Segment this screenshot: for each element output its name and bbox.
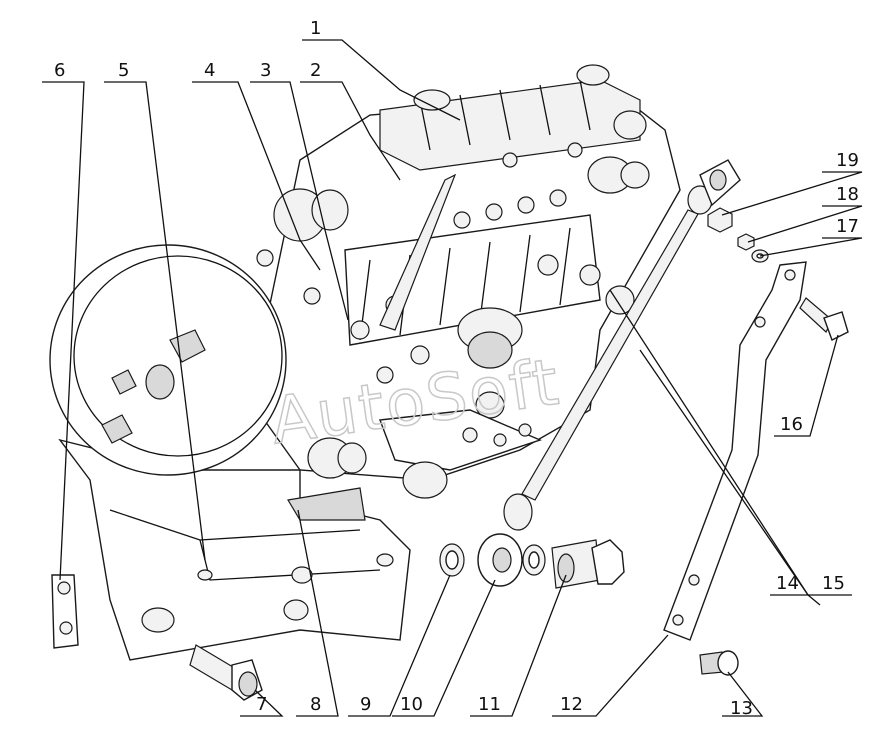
coupling-disc	[49, 244, 287, 476]
callout-17: 17	[836, 216, 859, 237]
bracket-plate	[51, 574, 79, 649]
callout-15: 15	[822, 573, 845, 594]
callout-14: 14	[776, 573, 799, 594]
callout-7: 7	[256, 694, 267, 715]
leader-lines	[42, 39, 863, 717]
callout-8: 8	[310, 694, 321, 715]
hex-nut-small	[737, 233, 755, 251]
callout-4: 4	[204, 60, 215, 81]
callout-2: 2	[310, 60, 321, 81]
ball-stud	[699, 650, 739, 676]
hex-nut-large	[707, 207, 733, 233]
callout-3: 3	[260, 60, 271, 81]
callout-13: 13	[730, 698, 753, 719]
injection-pump-body	[249, 64, 681, 499]
hex-bolt	[189, 644, 263, 701]
mounting-bolt	[799, 297, 849, 341]
banjo-bolt	[551, 539, 625, 589]
sealing-washers	[439, 543, 546, 577]
callout-labels: 1 2 3 4 5 6 7 8 9 10 11 12 13 14 15 16 1…	[54, 18, 859, 719]
callout-1: 1	[310, 18, 321, 39]
callout-9: 9	[360, 694, 371, 715]
callout-18: 18	[836, 184, 859, 205]
rod-end-eye	[477, 533, 523, 587]
callout-5: 5	[118, 60, 129, 81]
callout-6: 6	[54, 60, 65, 81]
callout-12: 12	[560, 694, 583, 715]
control-rod	[503, 159, 741, 531]
drive-housing	[58, 438, 411, 661]
support-bracket	[663, 261, 807, 641]
callout-16: 16	[780, 414, 803, 435]
callout-19: 19	[836, 150, 859, 171]
callout-10: 10	[400, 694, 423, 715]
callout-11: 11	[478, 694, 501, 715]
